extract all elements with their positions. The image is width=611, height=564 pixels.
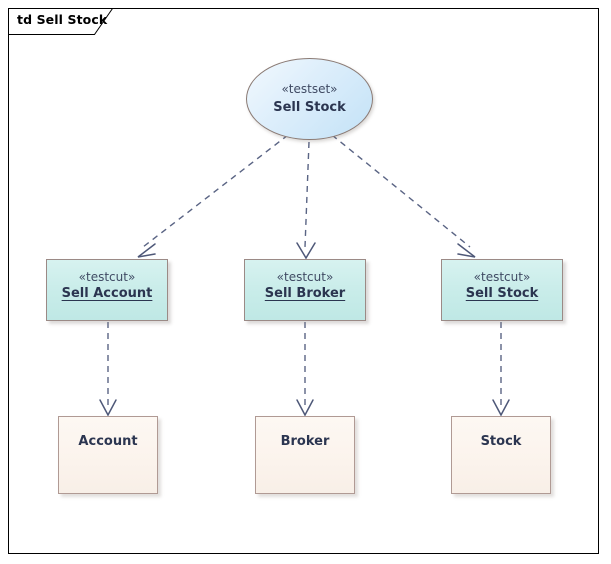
node-testcut-sell-broker[interactable]: «testcut» Sell Broker	[244, 259, 366, 321]
node-stereotype: «testcut»	[78, 270, 136, 284]
node-stereotype: «testset»	[281, 82, 338, 97]
node-name: Account	[78, 434, 138, 449]
node-class-stock[interactable]: Stock	[451, 416, 551, 494]
node-name: Sell Stock	[465, 286, 539, 302]
node-name: Broker	[280, 434, 330, 449]
node-stereotype: «testcut»	[473, 270, 531, 284]
node-class-broker[interactable]: Broker	[255, 416, 355, 494]
node-testset-sell-stock[interactable]: «testset» Sell Stock	[246, 58, 373, 140]
node-stereotype: «testcut»	[276, 270, 334, 284]
node-name: Sell Stock	[273, 99, 346, 115]
node-name: Sell Broker	[264, 286, 346, 302]
node-testcut-sell-stock[interactable]: «testcut» Sell Stock	[441, 259, 563, 321]
frame-tab-shape	[8, 8, 114, 35]
node-testcut-sell-account[interactable]: «testcut» Sell Account	[46, 259, 168, 321]
node-name: Stock	[480, 434, 522, 449]
frame-tab-label: td Sell Stock	[17, 12, 108, 27]
node-name: Sell Account	[61, 286, 153, 302]
node-class-account[interactable]: Account	[58, 416, 158, 494]
diagram-frame-tab: td Sell Stock	[8, 8, 114, 35]
